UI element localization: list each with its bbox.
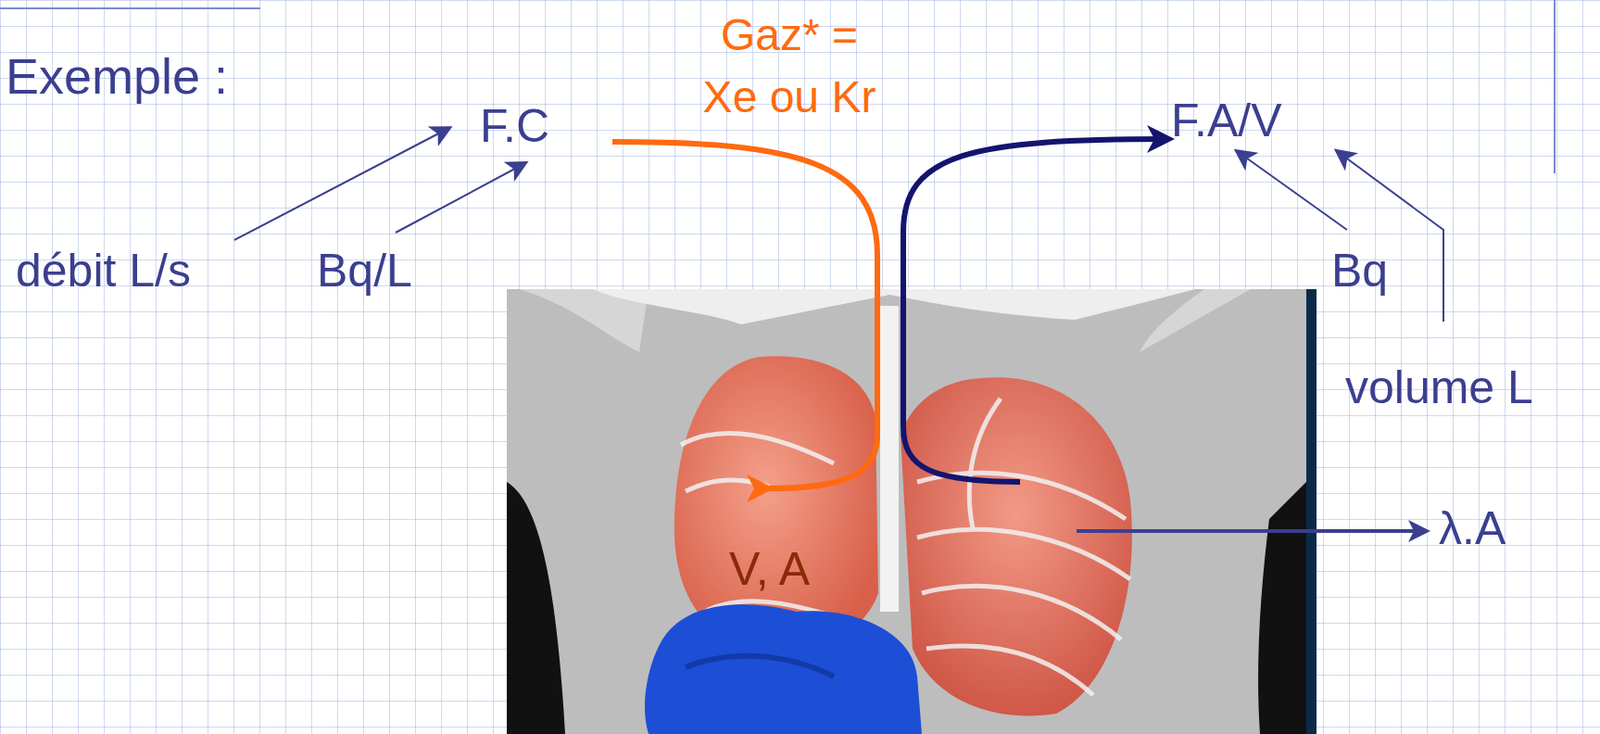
unit-label: volume L bbox=[1345, 359, 1534, 416]
decay-label: λ.A bbox=[1438, 500, 1506, 556]
lung-label: V, A bbox=[729, 541, 810, 597]
unit-label: Bq bbox=[1331, 242, 1388, 299]
unit-label: Bq/L bbox=[316, 242, 413, 299]
unit-label: débit L/s bbox=[15, 242, 191, 299]
heading-text: Exemple : bbox=[5, 46, 228, 107]
formula-label: F.C bbox=[479, 98, 550, 154]
formula-label: F.A/V bbox=[1171, 92, 1282, 149]
gas-label: Gaz* = Xe ou Kr bbox=[701, 3, 878, 128]
